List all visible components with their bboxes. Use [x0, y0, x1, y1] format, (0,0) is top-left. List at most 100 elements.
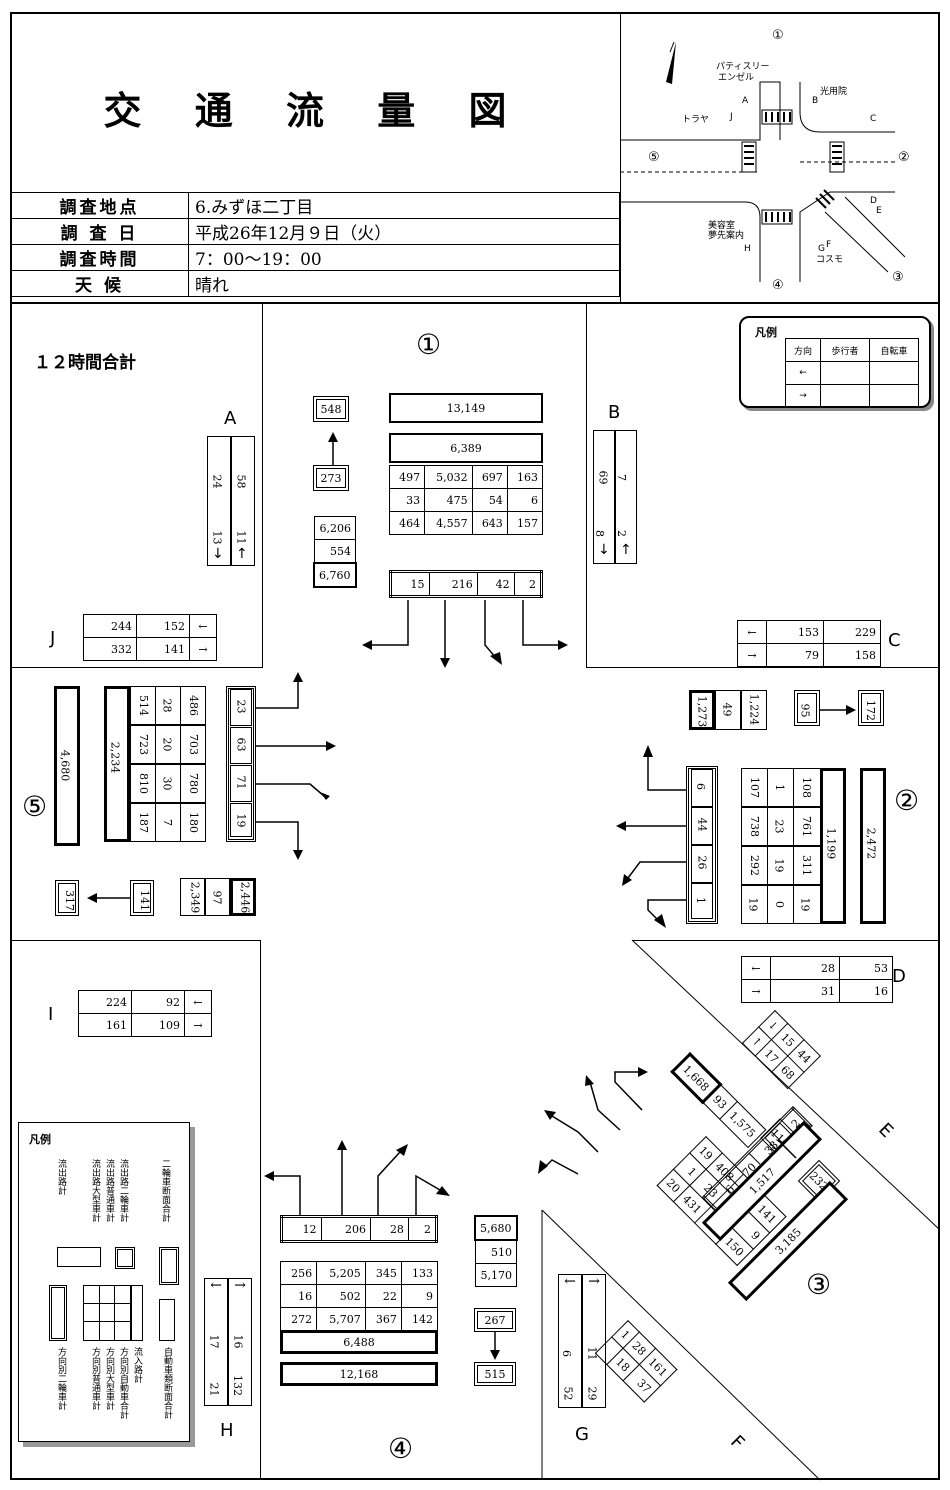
table-cell: 6 [506, 488, 544, 512]
motorcycle-count: 12 [281, 1216, 322, 1242]
legend-arrow: → [785, 384, 821, 408]
table-cell: 142 [400, 1307, 439, 1331]
branch-5-id: ⑤ [22, 790, 48, 823]
outflow-value: 5,680 [474, 1215, 518, 1241]
branch-5-section-total: 4,680 [54, 686, 80, 846]
map-label: トラヤ [682, 115, 710, 125]
location-map: パティスリー エンゼル 光用院 トラヤ 美容室 夢先案内 コスモ ① ② ③ ④… [620, 12, 940, 302]
table-cell: 229 [823, 620, 881, 644]
table-cell: 54 [471, 488, 508, 512]
table-cell: 79 [766, 643, 824, 667]
crossing-a-up: 58 11 [231, 436, 255, 566]
branch-2-two-wheel-section: 172 [858, 690, 884, 726]
table-cell: 697 [471, 465, 508, 489]
legend-title: 凡例 [29, 1133, 51, 1146]
diagram-frame [10, 12, 940, 1480]
outflow-value: 6,206 [313, 516, 356, 540]
cell-value: 16 [231, 1334, 245, 1349]
table-cell: 153 [766, 620, 824, 644]
legend-label: 方向別大型車計 [104, 1347, 114, 1410]
map-label: 光用院 [820, 87, 848, 97]
motorcycle-count: 15 [390, 571, 430, 597]
crossing-i-label: I [48, 1004, 54, 1025]
branch-4-two-wheel-section: 515 [474, 1362, 516, 1386]
right-arrow-icon: → [184, 1013, 212, 1037]
info-value: 7：00～19：00 [188, 244, 620, 271]
up-arrow-icon: ↑ [620, 542, 632, 558]
branch-3-id: ③ [806, 1268, 832, 1301]
map-branch-id: ② [898, 150, 910, 165]
table-cell: 332 [83, 637, 137, 661]
map-crossing-id: A [742, 96, 749, 106]
map-label: パティスリー [716, 62, 770, 72]
crossing-j-label: J [50, 628, 56, 649]
legend-label: 自動車類断面合計 [162, 1347, 172, 1419]
legend-pedestrian-bicycle: 凡例 方向歩行者自転車 ← → [739, 316, 931, 408]
divider [10, 667, 263, 668]
right-arrow-icon: → [741, 979, 771, 1003]
crossing-b-label: B [608, 402, 621, 423]
right-arrow-icon: → [737, 643, 767, 667]
branch-5-two-wheel-inflow: 141 [130, 880, 154, 916]
legend-label: 流出路大型車計 [90, 1159, 100, 1222]
branch-2-section-total: 2,472 [860, 768, 886, 924]
legend-grid [83, 1285, 131, 1341]
table-cell: 109 [131, 1013, 185, 1037]
table-cell: 16 [839, 979, 893, 1003]
branch-1-two-wheel-inflow: 273 [313, 465, 349, 491]
divider [10, 302, 940, 304]
map-branch-id: ③ [892, 270, 904, 285]
branch-2-inflow-total: 1,199 [820, 768, 846, 924]
divider [586, 667, 940, 668]
info-row: 調 査 日平成26年12月９日（火） [10, 218, 620, 245]
table-cell: 464 [388, 511, 426, 535]
divider [632, 940, 940, 941]
left-arrow-icon: ← [741, 956, 771, 980]
legend-swatch [131, 1285, 143, 1341]
legend-label: 流出路二輪車計 [118, 1159, 128, 1222]
crossing-c-label: C [888, 630, 901, 651]
map-label: エンゼル [718, 73, 755, 83]
info-row: 天 候晴れ [10, 270, 620, 297]
map-crossing-id: F [826, 240, 832, 250]
table-cell: 16 [279, 1284, 318, 1308]
map-crossing-id: H [744, 244, 751, 254]
info-value: 晴れ [188, 270, 620, 297]
branch-4-inflow-total: 6,488 [280, 1330, 438, 1354]
branch-1-section-total: 13,149 [389, 393, 543, 423]
cell-value: 132 [231, 1375, 244, 1396]
map-crossing-id: B [812, 96, 819, 106]
branch-4-section-total: 12,168 [280, 1362, 438, 1386]
legend-label: 方向別二輪車計 [56, 1347, 66, 1410]
table-cell: 31 [770, 979, 840, 1003]
legend-swatch [159, 1247, 179, 1285]
table-cell: 22 [364, 1284, 402, 1308]
branch-2-id: ② [894, 784, 920, 817]
map-crossing-id: D [870, 196, 877, 206]
outflow-value: 5,170 [474, 1263, 517, 1287]
table-cell: 224 [78, 990, 132, 1014]
branch-5-two-wheel-section: 317 [55, 880, 79, 916]
legend-swatch [57, 1247, 101, 1267]
crossing-b-up: 7 2 [615, 430, 637, 564]
divider [10, 940, 260, 941]
legend-label: 方向別自動車合計 [118, 1347, 128, 1419]
down-arrow-icon: ↓ [212, 546, 224, 562]
table-cell: 141 [136, 637, 190, 661]
legend-label: 流入路計 [132, 1347, 142, 1383]
up-arrow-icon: ↑ [236, 546, 248, 562]
branch-4-outflow: 5,680 510 5,170 [474, 1215, 518, 1287]
branch-5-motorcycle-column: 23 63 71 19 [226, 686, 256, 842]
cell-value: 21 [207, 1382, 221, 1397]
outflow-value: 510 [474, 1239, 517, 1264]
